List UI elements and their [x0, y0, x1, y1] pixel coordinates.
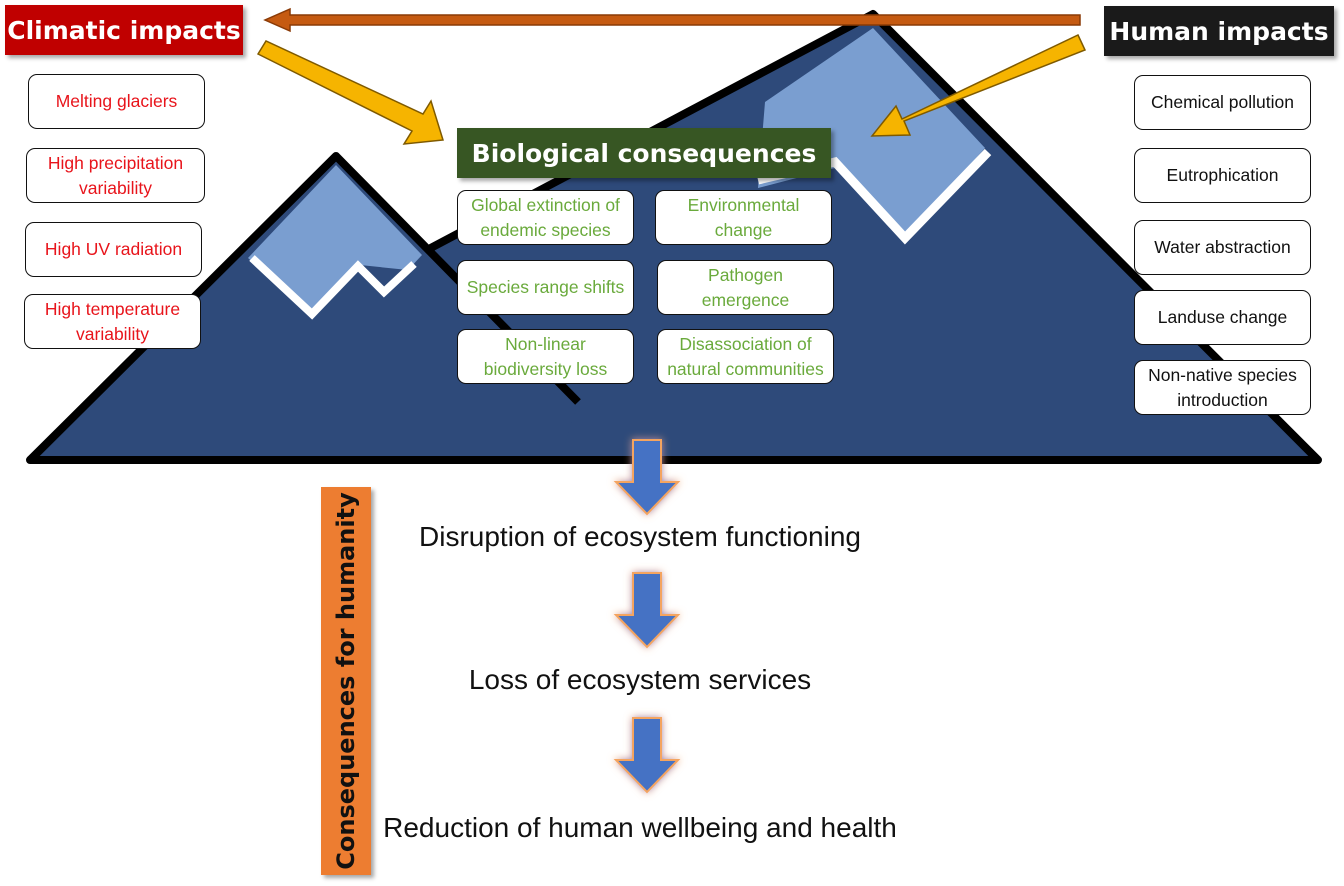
- climatic-item: High precipitation variability: [26, 148, 205, 203]
- biological-item: Global extinction of endemic species: [457, 190, 634, 245]
- biological-item: Non-linear biodiversity loss: [457, 329, 634, 384]
- human-item: Water abstraction: [1134, 220, 1311, 275]
- left-mountain-snow-edge: [249, 255, 417, 320]
- humanity-step-1: Disruption of ecosystem functioning: [419, 521, 861, 552]
- biological-item: Disassociation of natural communities: [657, 329, 834, 384]
- down-arrow-1: [613, 439, 681, 516]
- climatic-impacts-header: Climatic impacts: [5, 5, 243, 55]
- down-arrow-3: [613, 717, 681, 794]
- left-mountain-snow: [248, 165, 422, 313]
- human-item: Chemical pollution: [1134, 75, 1311, 130]
- climatic-item: Melting glaciers: [28, 74, 205, 129]
- human-arrow: [870, 33, 1087, 137]
- biological-item: Pathogen emergence: [657, 260, 834, 315]
- climatic-arrow: [256, 40, 444, 145]
- climatic-item: High UV radiation: [25, 222, 202, 277]
- human-item: Eutrophication: [1134, 148, 1311, 203]
- biological-item: Environmental change: [655, 190, 832, 245]
- right-mountain-snow: [758, 28, 985, 238]
- biological-consequences-header: Biological consequences: [457, 128, 831, 178]
- human-item: Landuse change: [1134, 290, 1311, 345]
- humanity-step-3: Reduction of human wellbeing and health: [383, 812, 897, 843]
- human-item: Non-native species introduction: [1134, 360, 1311, 415]
- consequences-for-humanity-label: Consequences for humanity: [321, 487, 371, 875]
- climatic-item: High temperature variability: [24, 294, 201, 349]
- down-arrow-2: [613, 572, 681, 649]
- biological-item: Species range shifts: [457, 260, 634, 315]
- top-left-arrow: [263, 7, 1081, 33]
- left-mountain-outline: [27, 152, 581, 463]
- human-impacts-header: Human impacts: [1104, 6, 1334, 56]
- humanity-step-2: Loss of ecosystem services: [468, 664, 812, 695]
